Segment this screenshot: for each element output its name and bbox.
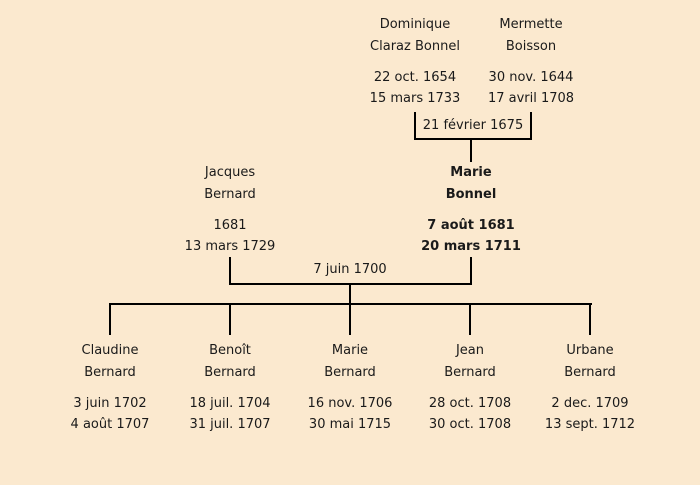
- name-line: Benoît: [209, 343, 251, 358]
- marriage1-left-connector-line: [414, 112, 416, 140]
- marriage2-child-drop-line: [349, 285, 351, 305]
- person-name: Dominique Claraz Bonnel: [335, 14, 495, 58]
- name-line: Bonnel: [445, 187, 497, 202]
- person-dominique-claraz-bonnel: Dominique Claraz Bonnel 22 oct. 1654 15 …: [335, 14, 495, 109]
- name-line: Bernard: [444, 365, 496, 380]
- birth-date: 7 août 1681: [427, 218, 515, 233]
- name-line: Bernard: [84, 365, 136, 380]
- siblings-line: [109, 303, 592, 305]
- person-marie-bonnel: Marie Bonnel 7 août 1681 20 mars 1711: [391, 162, 551, 257]
- person-dates: 30 nov. 1644 17 avril 1708: [451, 67, 611, 109]
- person-name: Jacques Bernard: [150, 162, 310, 206]
- person-dates: 2 dec. 1709 13 sept. 1712: [510, 393, 670, 435]
- marriage2-left-connector-line: [229, 257, 231, 285]
- birth-date: 22 oct. 1654: [373, 70, 457, 85]
- person-urbane-bernard: Urbane Bernard 2 dec. 1709 13 sept. 1712: [510, 340, 670, 435]
- birth-date: 30 nov. 1644: [488, 70, 574, 85]
- person-dates: 1681 13 mars 1729: [150, 215, 310, 257]
- person-marie-bernard: Marie Bernard 16 nov. 1706 30 mai 1715: [270, 340, 430, 435]
- marriage2-right-connector-line: [470, 257, 472, 285]
- person-name: Jean Bernard: [390, 340, 550, 384]
- person-jean-bernard: Jean Bernard 28 oct. 1708 30 oct. 1708: [390, 340, 550, 435]
- name-line: Bernard: [204, 187, 256, 202]
- death-date: 20 mars 1711: [421, 239, 521, 254]
- marriage2-date-label: 7 juin 1700: [313, 262, 387, 277]
- name-line: Jean: [455, 343, 485, 358]
- death-date: 13 sept. 1712: [544, 417, 636, 432]
- marriage1-child-drop-line: [470, 140, 472, 162]
- name-line: Mermette: [499, 17, 563, 32]
- name-line: Bernard: [564, 365, 616, 380]
- child2-drop-line: [229, 305, 231, 335]
- death-date: 13 mars 1729: [184, 239, 276, 254]
- marriage2-bracket-line: [229, 283, 472, 285]
- birth-date: 2 dec. 1709: [551, 396, 629, 411]
- person-name: Marie Bonnel: [391, 162, 551, 206]
- child1-drop-line: [109, 305, 111, 335]
- name-line: Dominique: [379, 17, 451, 32]
- person-name: Urbane Bernard: [510, 340, 670, 384]
- child3-drop-line: [349, 305, 351, 335]
- person-name: Claudine Bernard: [30, 340, 190, 384]
- child4-drop-line: [469, 305, 471, 335]
- birth-date: 16 nov. 1706: [307, 396, 393, 411]
- person-name: Benoît Bernard: [150, 340, 310, 384]
- name-line: Marie: [450, 165, 492, 180]
- marriage1-bracket-line: [414, 138, 532, 140]
- person-jacques-bernard: Jacques Bernard 1681 13 mars 1729: [150, 162, 310, 257]
- birth-date: 1681: [213, 218, 247, 233]
- name-line: Boisson: [505, 39, 557, 54]
- person-dates: 28 oct. 1708 30 oct. 1708: [390, 393, 550, 435]
- birth-date: 3 juin 1702: [73, 396, 147, 411]
- person-mermette-boisson: Mermette Boisson 30 nov. 1644 17 avril 1…: [451, 14, 611, 109]
- death-date: 30 oct. 1708: [428, 417, 512, 432]
- name-line: Jacques: [204, 165, 256, 180]
- person-name: Marie Bernard: [270, 340, 430, 384]
- person-dates: 22 oct. 1654 15 mars 1733: [335, 67, 495, 109]
- birth-date: 28 oct. 1708: [428, 396, 512, 411]
- name-line: Bernard: [324, 365, 376, 380]
- person-dates: 16 nov. 1706 30 mai 1715: [270, 393, 430, 435]
- name-line: Marie: [331, 343, 369, 358]
- death-date: 15 mars 1733: [369, 91, 461, 106]
- child5-drop-line: [589, 305, 591, 335]
- marriage1-date-label: 21 février 1675: [422, 118, 524, 133]
- death-date: 30 mai 1715: [308, 417, 392, 432]
- person-dates: 3 juin 1702 4 août 1707: [30, 393, 190, 435]
- person-dates: 18 juil. 1704 31 juil. 1707: [150, 393, 310, 435]
- name-line: Claraz Bonnel: [370, 39, 460, 54]
- marriage1-right-connector-line: [530, 112, 532, 140]
- death-date: 17 avril 1708: [487, 91, 575, 106]
- death-date: 4 août 1707: [70, 417, 150, 432]
- person-benoit-bernard: Benoît Bernard 18 juil. 1704 31 juil. 17…: [150, 340, 310, 435]
- person-name: Mermette Boisson: [451, 14, 611, 58]
- name-line: Claudine: [81, 343, 139, 358]
- birth-date: 18 juil. 1704: [189, 396, 271, 411]
- name-line: Bernard: [204, 365, 256, 380]
- name-line: Urbane: [566, 343, 614, 358]
- person-claudine-bernard: Claudine Bernard 3 juin 1702 4 août 1707: [30, 340, 190, 435]
- person-dates: 7 août 1681 20 mars 1711: [391, 215, 551, 257]
- death-date: 31 juil. 1707: [189, 417, 271, 432]
